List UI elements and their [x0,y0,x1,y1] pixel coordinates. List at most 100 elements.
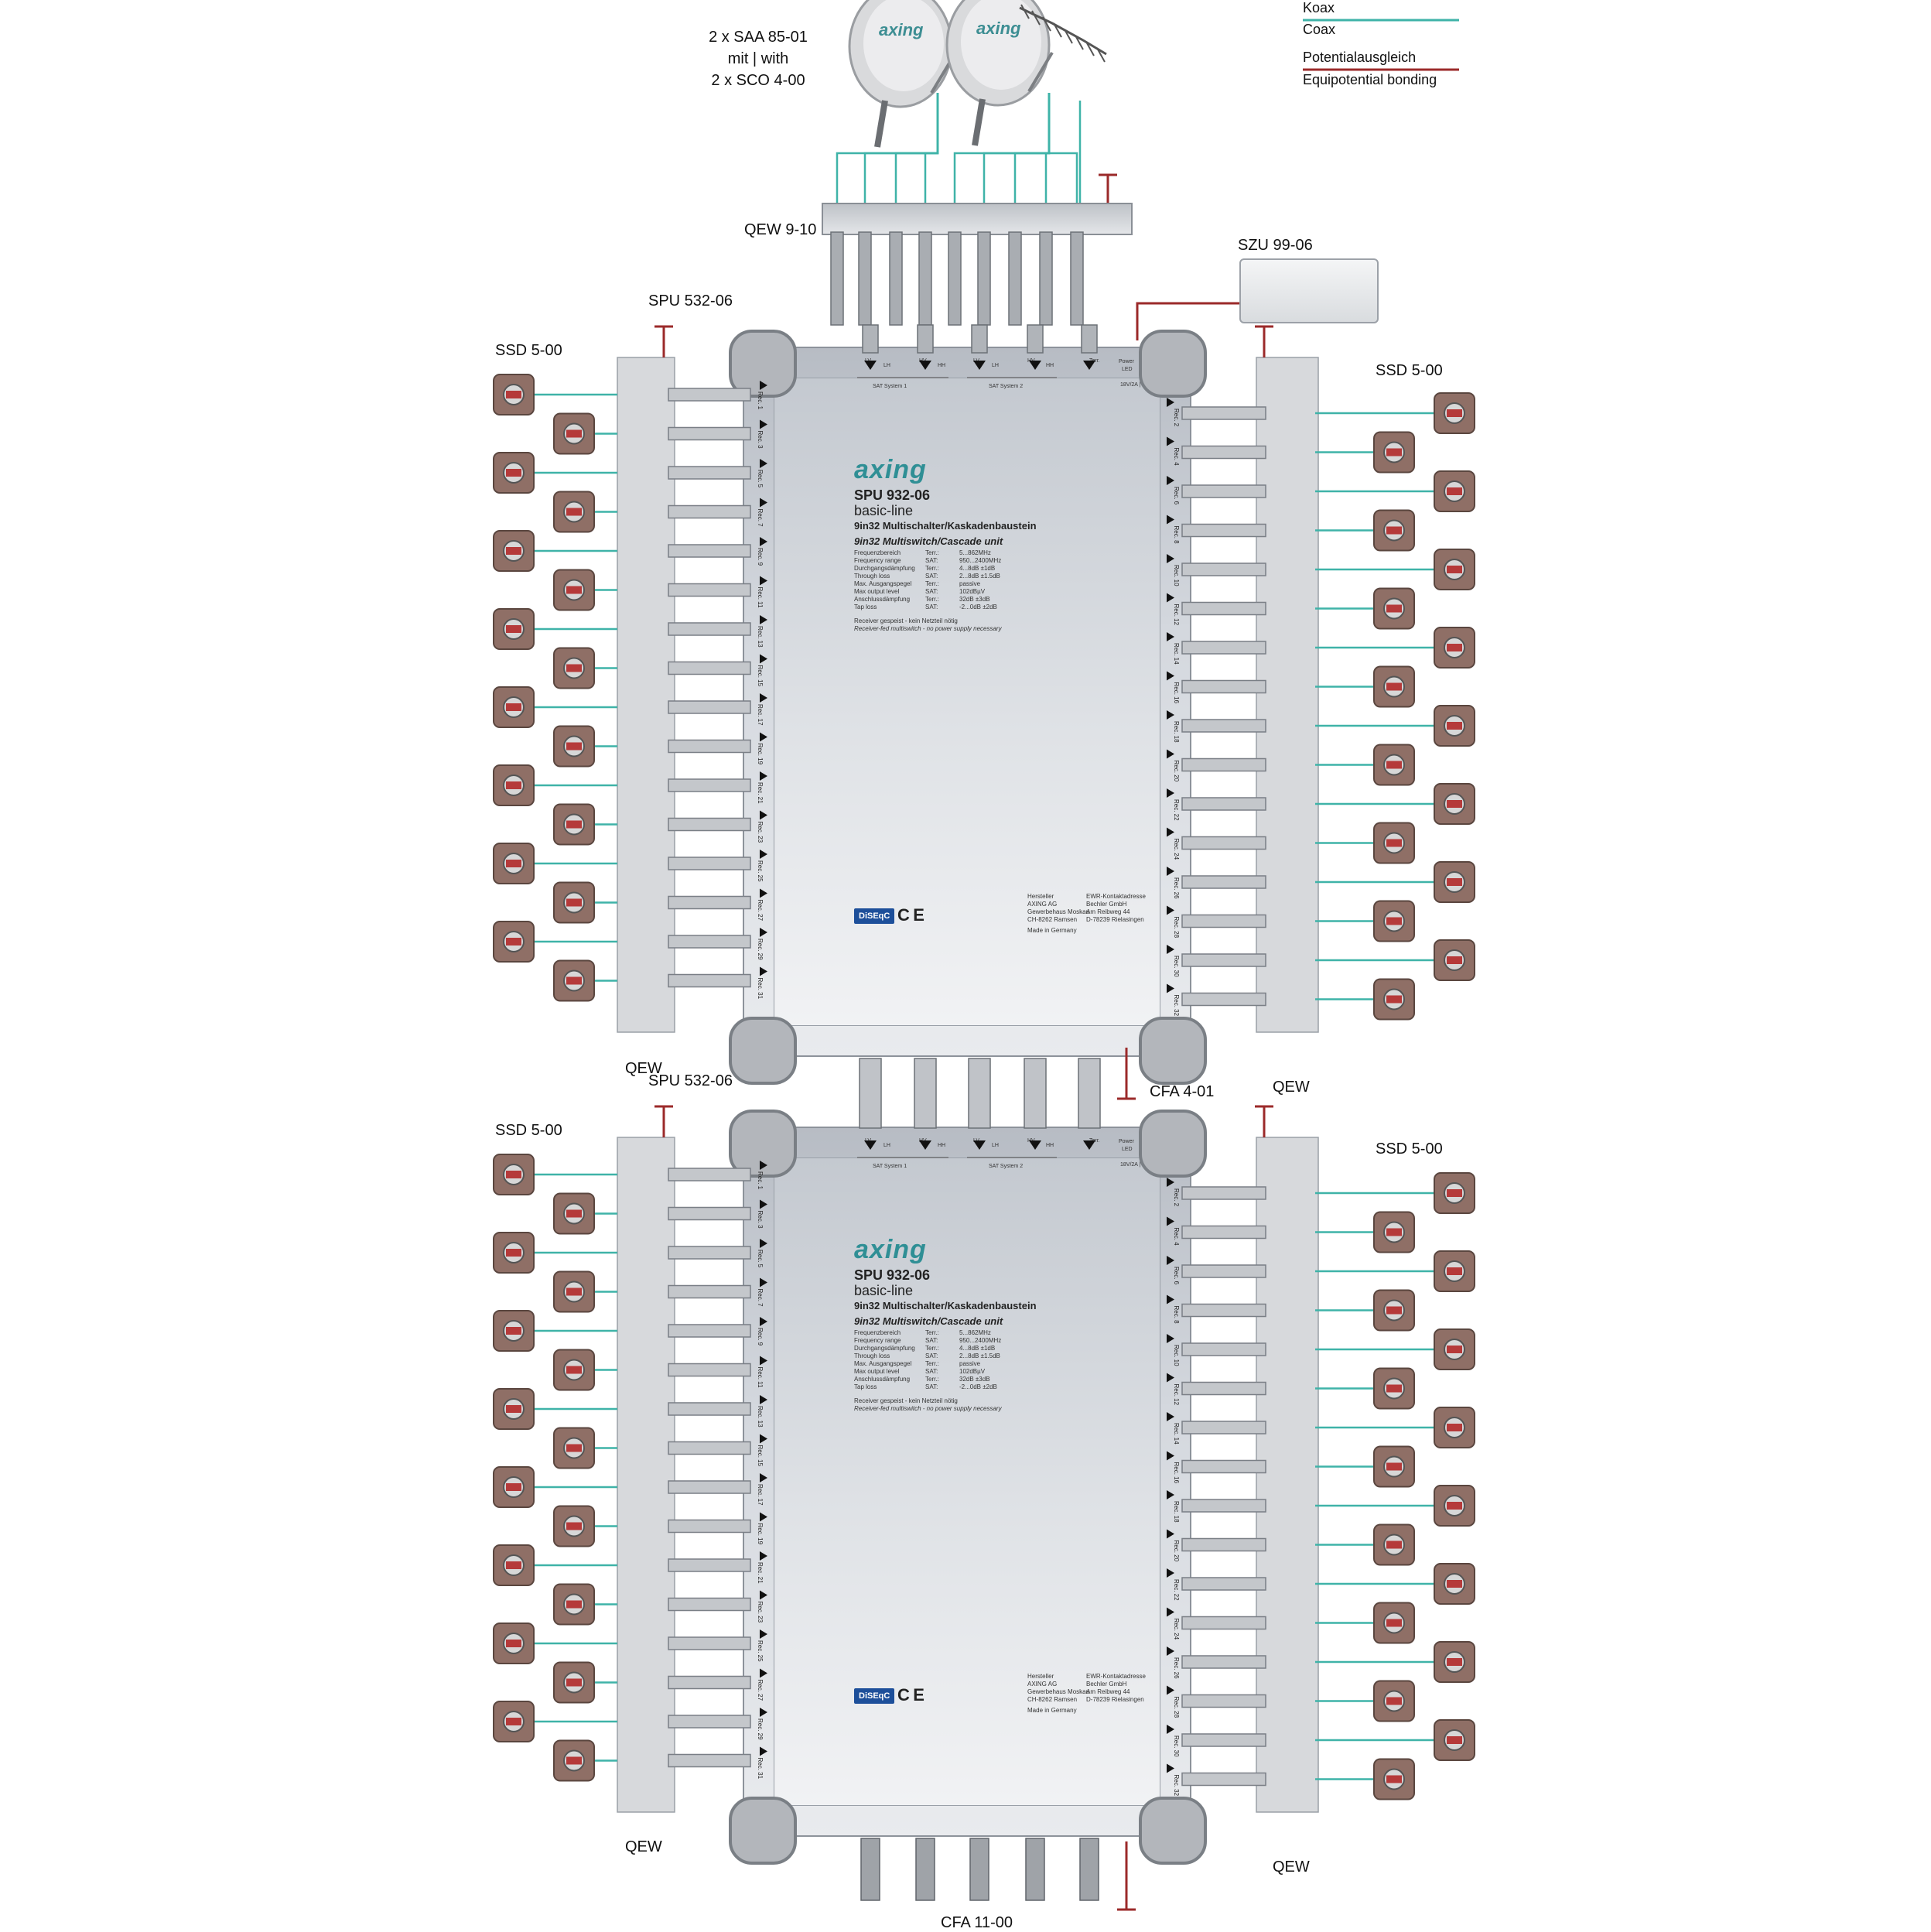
rec-arrow-left [760,928,767,937]
rec-label-left: Rec. 19 [757,744,764,765]
multiswitch-bottom-dc: 18V/2A | DC [1120,1162,1150,1168]
rec-arrow-left [760,1395,767,1404]
ssd-outlet-insert [506,860,521,867]
rec-label-right: Rec. 26 [1173,1657,1180,1679]
multiswitch-top-dc: 18V/2A | DC [1120,382,1150,388]
output-connector [668,778,751,792]
ssd-outlet-insert [506,1327,521,1335]
input-arrow [1083,361,1095,370]
rec-label-right: Rec. 14 [1173,643,1180,665]
rec-label-left: Rec. 25 [757,860,764,882]
power-supply-unit [1239,258,1379,323]
corner-bracket [1139,1017,1207,1085]
dish-cable [1013,93,1051,203]
ssd-outlet-insert [506,1405,521,1413]
rec-arrow-right [1167,710,1174,720]
multiswitch-bottom-desc-en: 9in32 Multiswitch/Cascade unit [854,1315,1003,1327]
multiswitch-bottom-diseqc: DiSEqC [854,1688,895,1704]
multiswitch-bottom: axing SPU 932-06 basic-line 9in32 Multis… [743,1127,1191,1837]
input-arrow [973,361,986,370]
grounding-rail [1256,357,1319,1033]
terrestrial-antenna-element [1053,22,1062,38]
output-connector [1181,1577,1266,1591]
ssd-outlet-insert [1386,761,1402,769]
satellite-dish-2-arm [1027,51,1054,93]
ssd-outlet-insert [566,1756,582,1765]
legend-koax: Koax [1303,0,1335,15]
multiswitch-bottom-desc-de: 9in32 Multischalter/Kaskadenbaustein [854,1300,1037,1311]
rec-label-right: Rec. 6 [1173,1267,1180,1285]
antenna-label: 2 x SAA 85-01 mit | with 2 x SCO 4-00 [681,26,836,91]
rec-label-left: Rec. 17 [757,704,764,726]
ssd-outlet-insert [1447,1658,1462,1666]
output-connector [1181,1342,1266,1356]
label-szu: SZU 99-06 [1238,237,1313,254]
output-connector [1181,1655,1266,1669]
input-arrow [1029,1140,1041,1150]
rec-arrow-left [760,732,767,742]
output-connector [668,1636,751,1650]
corner-bracket [729,1797,797,1865]
rec-arrow-right [1167,1568,1174,1578]
satellite-dish-2-inner [961,0,1041,90]
antenna-line2: mit | with [727,50,789,67]
rec-label-right: Rec. 30 [1173,956,1180,977]
rec-label-left: Rec. 7 [757,1289,764,1308]
rec-label-left: Rec. 9 [757,548,764,566]
output-connector [668,1715,751,1729]
output-connector [668,388,751,402]
multiswitch-bottom-sat2: SAT System 2 [989,1164,1024,1169]
rec-arrow-left [760,1277,767,1287]
output-connector [1181,1772,1266,1787]
label-qew-top: QEW 9-10 [744,221,817,238]
label-cfa-mid: CFA 4-01 [1150,1083,1215,1100]
rec-arrow-right [1167,983,1174,993]
rec-label-left: Rec. 25 [757,1640,764,1662]
output-connector [668,973,751,988]
rec-arrow-right [1167,1763,1174,1773]
input-arrow [864,361,877,370]
output-connector [668,1284,751,1299]
output-connector [668,1753,751,1768]
rec-label-left: Rec. 31 [757,1758,764,1780]
corner-bracket [729,1017,797,1085]
rec-label-right: Rec. 8 [1173,1306,1180,1325]
multiswitch-bottom-maker-de: EWR-Kontaktadresse Bechler GmbH Am Reibw… [1086,1673,1146,1703]
rec-arrow-right [1167,1294,1174,1305]
antenna-line3: 2 x SCO 4-00 [711,72,805,89]
multiswitch-top-note-de: Receiver gespeist - kein Netzteil nötig [854,617,958,624]
ssd-outlet-insert [1386,1384,1402,1393]
output-connector [668,817,751,832]
output-connector [668,661,751,675]
satellite-dish-1-mast [874,100,888,148]
grounding-block-top [822,203,1133,235]
rec-label-right: Rec. 28 [1173,917,1180,939]
multiswitch-top-maker-de: EWR-Kontaktadresse Bechler GmbH Am Reibw… [1086,893,1146,923]
rec-label-right: Rec. 32 [1173,1775,1180,1797]
rec-arrow-right [1167,1334,1174,1343]
output-connector [668,622,751,636]
label-ssd-right-bottom: SSD 5-00 [1376,1140,1443,1157]
output-connector [1181,406,1266,420]
output-connector [668,1402,751,1416]
ssd-outlet-insert [1447,1267,1462,1275]
rec-label-right: Rec. 8 [1173,526,1180,545]
rec-arrow-left [760,1629,767,1639]
grounding-block-connector [977,231,991,326]
label-spu-top: SPU 532-06 [648,292,733,309]
multiswitch-bottom-made: Made in Germany [1027,1707,1077,1714]
rec-arrow-left [760,966,767,976]
ssd-outlet-insert [1386,1306,1402,1315]
multiswitch-bottom-power: Power [1119,1139,1134,1144]
cascade-coupler [914,1058,937,1129]
label-qew-right-top: QEW [1273,1079,1310,1096]
multiswitch-bottom-maker: Hersteller AXING AG Gewerbehaus Moskau C… [1027,1673,1090,1703]
rec-label-right: Rec. 2 [1173,1188,1180,1207]
rec-label-left: Rec. 23 [757,822,764,843]
dish-cable [836,93,939,203]
ssd-outlet-insert [1386,526,1402,535]
dish-cable [1048,93,1078,203]
satellite-dish-2-mast [972,98,986,146]
ssd-outlet-insert [1447,956,1462,964]
